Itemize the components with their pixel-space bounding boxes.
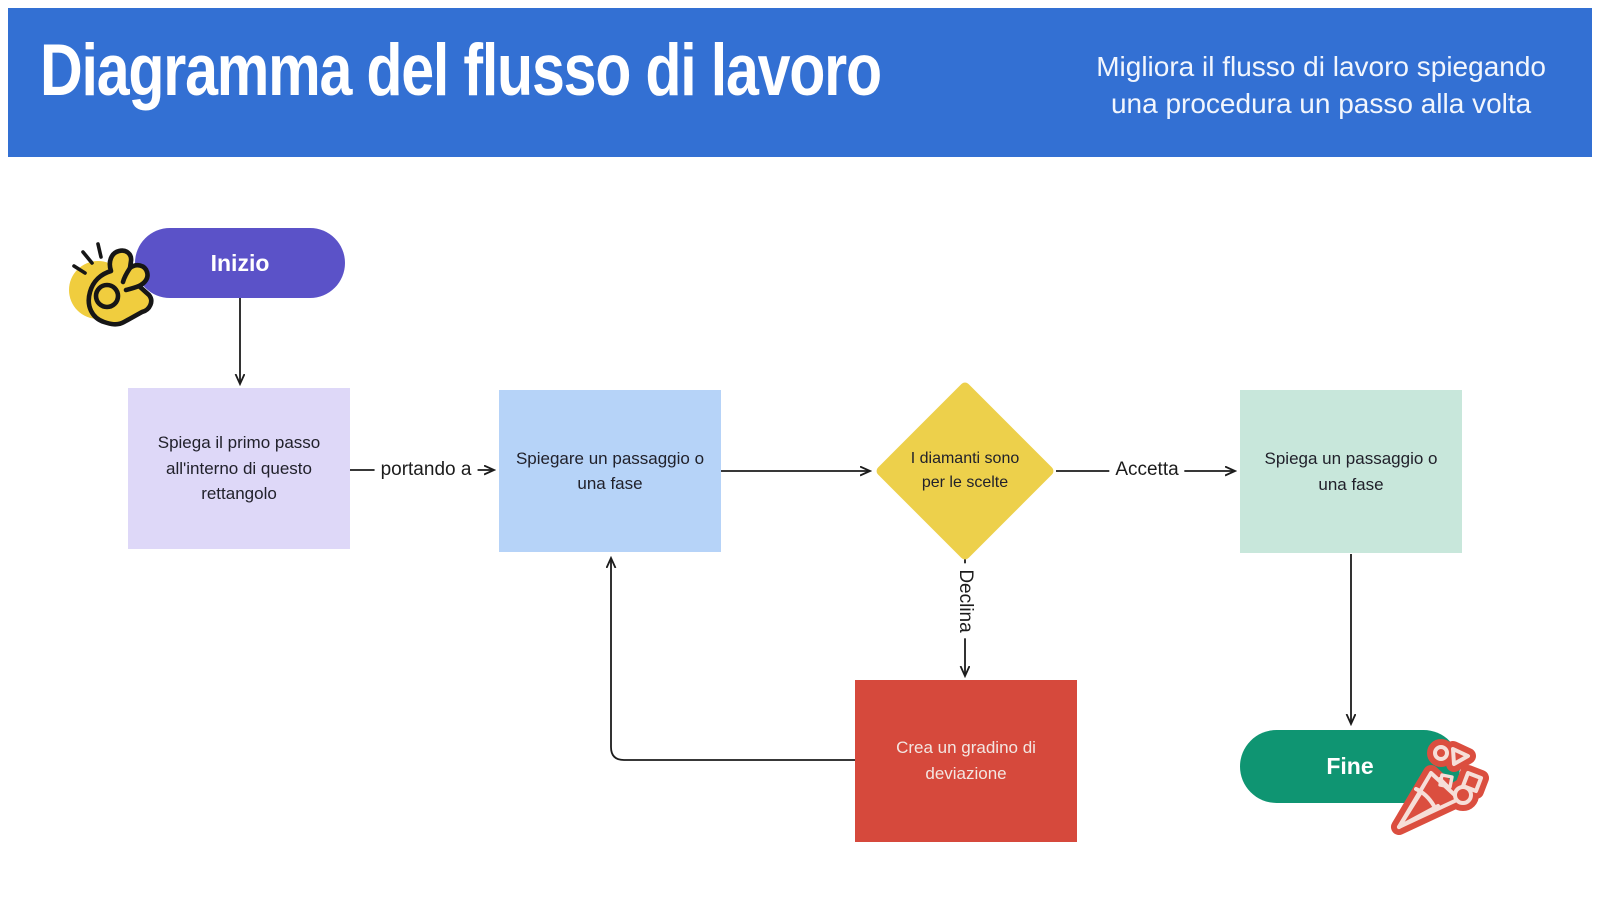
party-popper-icon bbox=[1382, 731, 1494, 841]
page-title: Diagramma del flusso di lavoro bbox=[40, 30, 882, 111]
step1-node-text: Spiega il primo passo all'interno di que… bbox=[157, 433, 321, 504]
step3-node-text: Spiega un passaggio o una fase bbox=[1264, 449, 1438, 494]
start-node: Inizio bbox=[135, 228, 345, 298]
step3-node: Spiega un passaggio o una fase bbox=[1240, 390, 1462, 553]
start-node-label: Inizio bbox=[210, 249, 270, 276]
deviation-node-text: Crea un gradino di deviazione bbox=[896, 737, 1036, 783]
step2-node-text: Spiegare un passaggio o una fase bbox=[515, 448, 705, 494]
edge-label-accetta: Accetta bbox=[1109, 459, 1185, 481]
step1-node: Spiega il primo passo all'interno di que… bbox=[128, 388, 350, 549]
end-node-label: Fine bbox=[1326, 753, 1374, 779]
deviation-node: Crea un gradino di deviazione bbox=[855, 680, 1077, 842]
step2-node: Spiegare un passaggio o una fase bbox=[499, 390, 721, 552]
decision-node: I diamanti sono per le scelte bbox=[874, 380, 1056, 562]
decision-node-text: I diamanti sono per le scelte bbox=[910, 450, 1020, 491]
ok-hand-icon bbox=[64, 230, 174, 340]
header-banner: Diagramma del flusso di lavoro Migliora … bbox=[8, 8, 1592, 157]
page-subtitle: Migliora il flusso di lavoro spiegando u… bbox=[1096, 51, 1546, 119]
edge-deviation-to-step2 bbox=[611, 559, 855, 761]
edge-label-declina: Declina bbox=[954, 563, 976, 639]
edge-label-portando-a: portando a bbox=[374, 459, 478, 481]
